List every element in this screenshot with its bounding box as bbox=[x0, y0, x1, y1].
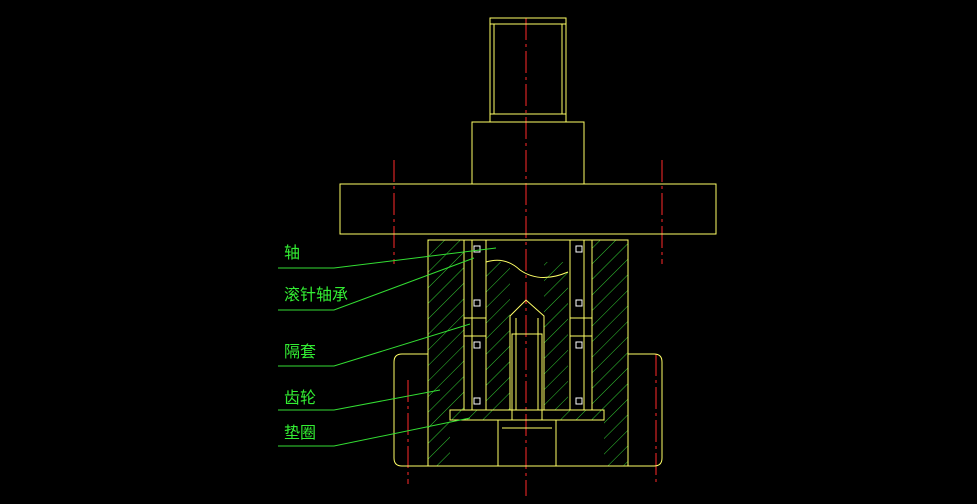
leader-needle-bearing bbox=[278, 257, 475, 311]
leader-spacer bbox=[278, 323, 471, 367]
roller-8 bbox=[575, 397, 583, 405]
shaft-top-end bbox=[489, 17, 567, 123]
bolt-head bbox=[497, 419, 557, 467]
needle-rollers bbox=[473, 245, 583, 405]
leader-washer bbox=[278, 417, 471, 447]
washer-hatch-left bbox=[450, 410, 498, 420]
gear-hatch-right bbox=[592, 240, 628, 466]
shaft-hatch-right bbox=[544, 262, 568, 410]
shaft-collar bbox=[471, 121, 585, 185]
label-spacer: 隔套 bbox=[284, 342, 316, 361]
leader-gear bbox=[278, 389, 441, 411]
label-gear: 齿轮 bbox=[284, 388, 316, 407]
roller-4 bbox=[473, 397, 481, 405]
label-washer: 垫圈 bbox=[284, 423, 316, 442]
bearing-sleeve-right bbox=[569, 239, 585, 411]
shaft-hatch-left bbox=[486, 262, 510, 410]
roller-1 bbox=[473, 245, 481, 253]
mounting-plate bbox=[339, 183, 717, 235]
screw-hole bbox=[509, 299, 545, 410]
outlines bbox=[339, 17, 717, 467]
bearing-sleeve-left bbox=[471, 239, 487, 411]
roller-5 bbox=[575, 245, 583, 253]
gear-hatch-left bbox=[428, 240, 464, 466]
roller-6 bbox=[575, 299, 583, 307]
part-labels: 轴 滚针轴承 隔套 齿轮 垫圈 bbox=[284, 243, 348, 442]
roller-7 bbox=[575, 341, 583, 349]
label-needle-bearing: 滚针轴承 bbox=[284, 285, 348, 304]
center-lines bbox=[393, 18, 663, 496]
roller-2 bbox=[473, 299, 481, 307]
leader-shaft bbox=[278, 247, 497, 269]
roller-3 bbox=[473, 341, 481, 349]
leader-lines bbox=[278, 247, 497, 447]
shaft-break-line bbox=[485, 259, 569, 278]
label-shaft: 轴 bbox=[284, 243, 300, 262]
washer-hatch-right bbox=[556, 410, 604, 420]
